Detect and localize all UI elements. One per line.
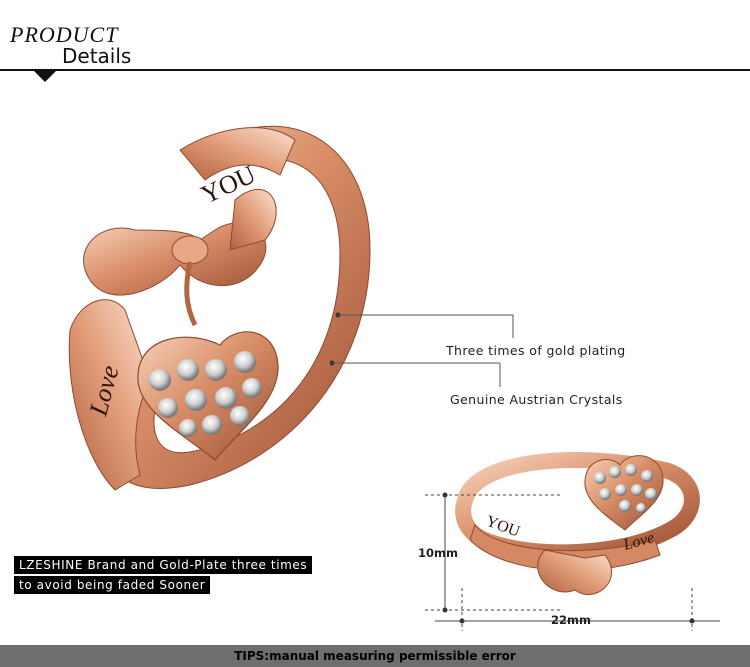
- annotation-plating: Three times of gold plating: [446, 343, 626, 358]
- main-ring-image: YOU Love: [68, 125, 371, 491]
- header-title-product: PRODUCT: [10, 22, 119, 47]
- small-ring-image: YOU Love: [455, 452, 700, 596]
- tips-bar: TIPS:manual measuring permissible error: [0, 645, 750, 667]
- header-divider: [0, 69, 750, 71]
- brand-note-line1: LZESHINE Brand and Gold-Plate three time…: [14, 556, 313, 574]
- annotation-leaders: [330, 312, 514, 387]
- header-notch: [33, 70, 57, 82]
- dimension-width: 22mm: [551, 613, 591, 627]
- dimension-height: 10mm: [418, 546, 458, 560]
- header: PRODUCT Details: [0, 0, 750, 82]
- brand-note-line2: to avoid being faded Sooner: [14, 576, 211, 594]
- annotation-crystals: Genuine Austrian Crystals: [450, 392, 623, 407]
- brand-note: LZESHINE Brand and Gold-Plate three time…: [14, 556, 313, 596]
- header-title-details: Details: [62, 44, 132, 68]
- dimension-markers: [425, 492, 720, 631]
- crystal-cluster: [149, 351, 262, 437]
